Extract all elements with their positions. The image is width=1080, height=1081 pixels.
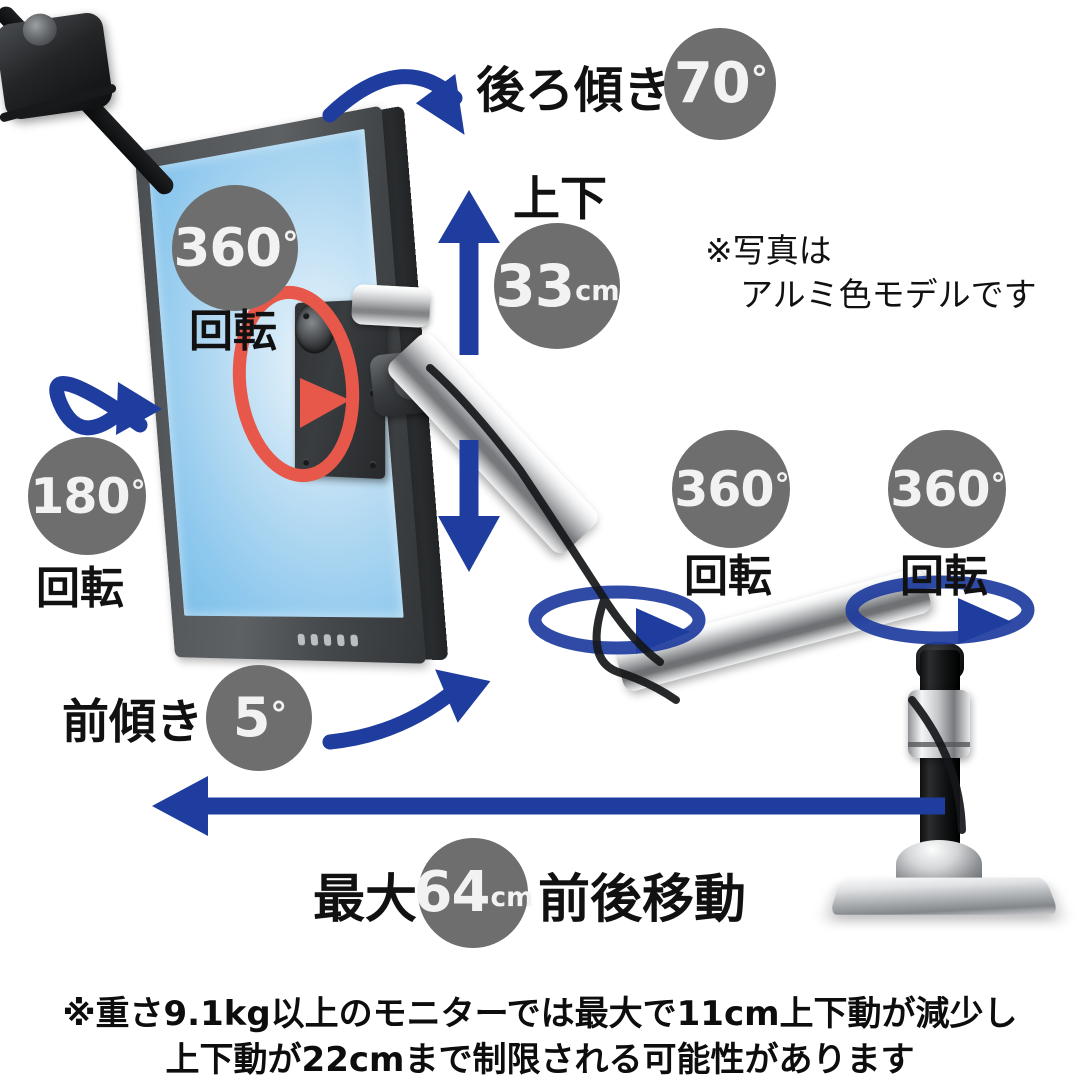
front-tilt-badge: 5° bbox=[206, 665, 312, 771]
back-tilt-badge: 70° bbox=[664, 28, 776, 140]
arm-segment-upper bbox=[351, 283, 431, 329]
screen-rotation-value: 360 bbox=[173, 217, 282, 279]
reach-value: 64 bbox=[413, 860, 491, 925]
footnote-line1: ※重さ9.1kg以上のモニターでは最大で11cm上下動が減少し bbox=[62, 994, 1018, 1034]
updown-unit: cm bbox=[575, 275, 620, 307]
screen-rotation-badge: 360° bbox=[172, 185, 299, 311]
screen-rotation-label: 回転 bbox=[189, 306, 277, 357]
updown-value: 33 bbox=[495, 252, 575, 320]
back-tilt-value: 70 bbox=[673, 51, 751, 116]
pivot-rotation-unit: ° bbox=[130, 474, 146, 510]
front-tilt-unit: ° bbox=[270, 694, 287, 734]
front-tilt-label: 前傾き bbox=[62, 695, 203, 750]
vesa-rotation-hub bbox=[294, 301, 336, 354]
base-rotation-unit: ° bbox=[990, 467, 1006, 503]
pivot-rotation-value: 180 bbox=[30, 467, 130, 525]
reach-suffix: 前後移動 bbox=[538, 870, 747, 930]
reach-prefix: 最大 bbox=[313, 870, 418, 930]
post-collar bbox=[908, 690, 970, 758]
arm-segment-lower bbox=[614, 566, 934, 694]
elbow-rotation-unit: ° bbox=[774, 467, 790, 503]
photo-note-line1: ※写真は bbox=[705, 231, 832, 270]
base-rotation-label: 回転 bbox=[900, 551, 988, 602]
elbow-rotation-value: 360 bbox=[674, 460, 774, 518]
updown-label: 上下 bbox=[513, 172, 607, 227]
reach-arrow bbox=[152, 776, 945, 836]
pivot-rotation-badge: 180° bbox=[28, 437, 146, 555]
monitor-indicator-buttons bbox=[297, 633, 359, 647]
back-tilt-label: 後ろ傾き bbox=[476, 62, 673, 119]
desk-base-plate bbox=[828, 877, 1060, 915]
elbow-rotation-badge: 360° bbox=[672, 430, 790, 548]
back-tilt-unit: ° bbox=[750, 60, 768, 101]
base-rotation-value: 360 bbox=[890, 460, 990, 518]
front-tilt-value: 5 bbox=[232, 686, 271, 749]
reach-unit: cm bbox=[490, 883, 534, 914]
footnote-line2: 上下動が22cmまで制限される可能性があります bbox=[165, 1040, 915, 1080]
elbow-rotation-label: 回転 bbox=[684, 551, 772, 602]
base-rotation-badge: 360° bbox=[888, 430, 1006, 548]
screen-rotation-unit: ° bbox=[282, 224, 298, 264]
photo-note-line2: アルミ色モデルです bbox=[740, 275, 1037, 314]
pivot-rotation-label: 回転 bbox=[36, 563, 124, 614]
